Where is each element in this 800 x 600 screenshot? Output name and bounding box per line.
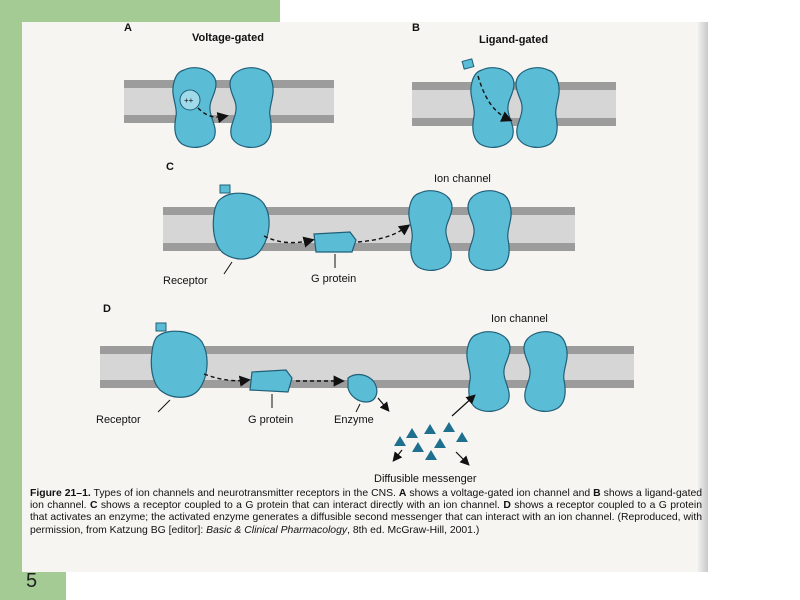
leader-line: [355, 403, 361, 413]
panel-b-title: Ligand-gated: [479, 34, 548, 46]
ligand-icon: [461, 58, 475, 70]
membrane-b: [412, 82, 616, 126]
ligand-icon: [155, 322, 167, 332]
svg-text:++: ++: [184, 96, 194, 105]
arrow-messenger-to-channel: [451, 394, 476, 417]
slide-decoration-top: [0, 0, 280, 22]
caption-book-title: Basic & Clinical Pharmacology: [206, 524, 348, 536]
receptor-c: [212, 192, 270, 260]
panel-c-ion-channel-label: Ion channel: [434, 173, 491, 185]
slide-number: 5: [26, 570, 38, 592]
ligand-icon: [219, 184, 231, 194]
caption-text: shows a receptor coupled to a G protein …: [30, 500, 702, 536]
panel-d-ion-channel-label: Ion channel: [491, 313, 548, 325]
gating-arrow-a: [197, 107, 229, 124]
panel-a-letter: A: [124, 22, 132, 34]
membrane-a: [124, 80, 334, 123]
caption-panel-ref: A: [398, 488, 407, 499]
caption-text: shows a voltage-gated ion channel and: [406, 488, 594, 499]
caption-figure-label: Figure 21–1.: [30, 488, 91, 499]
caption-text: , 8th ed. McGraw-Hill, 2001.): [347, 524, 480, 536]
receptor-d: [150, 330, 208, 398]
slide-decoration-left: [0, 0, 22, 600]
caption-text: shows a receptor coupled to a G protein …: [97, 500, 504, 512]
arrow-gprotein-to-channel-c: [357, 224, 411, 243]
panel-d-letter: D: [103, 303, 111, 315]
panel-d-messenger-label: Diffusible messenger: [374, 473, 477, 485]
panel-d-enzyme-label: Enzyme: [334, 414, 374, 426]
caption-text: Types of ion channels and neurotransmitt…: [90, 488, 399, 499]
slide-decoration-bottom: [0, 572, 66, 600]
panel-c-gprotein-label: G protein: [311, 273, 356, 285]
leader-line: [157, 399, 171, 413]
caption-text: shows a ligand-gated ion channel.: [30, 488, 703, 512]
arrow-diffusion-left: [392, 449, 403, 462]
panel-c-receptor-label: Receptor: [163, 275, 208, 287]
arrow-receptor-to-gprotein-c: [263, 235, 315, 248]
g-protein-d: [249, 369, 293, 393]
page-edge-shadow: [698, 22, 708, 572]
panel-d-receptor-label: Receptor: [96, 414, 141, 426]
arrow-diffusion-right: [455, 451, 470, 466]
gating-arrow-b: [477, 75, 513, 122]
panel-a-title: Voltage-gated: [192, 32, 264, 44]
arrow-receptor-to-gprotein-d: [203, 373, 251, 387]
figure-caption: Figure 21–1. Types of ion channels and n…: [30, 488, 702, 537]
arrow-enzyme-to-messenger: [377, 397, 390, 412]
panel-c-letter: C: [166, 161, 174, 173]
panel-b-letter: B: [412, 22, 420, 34]
messenger-molecules: [394, 422, 468, 460]
panel-d-gprotein-label: G protein: [248, 414, 293, 426]
enzyme-d: [347, 373, 378, 403]
voltage-sensor-icon: ++: [179, 89, 201, 111]
caption-panel-ref: D: [503, 500, 511, 512]
leader-line: [223, 261, 233, 275]
caption-panel-ref: B: [593, 488, 601, 499]
caption-panel-ref: C: [89, 500, 98, 512]
g-protein-c: [313, 231, 357, 253]
